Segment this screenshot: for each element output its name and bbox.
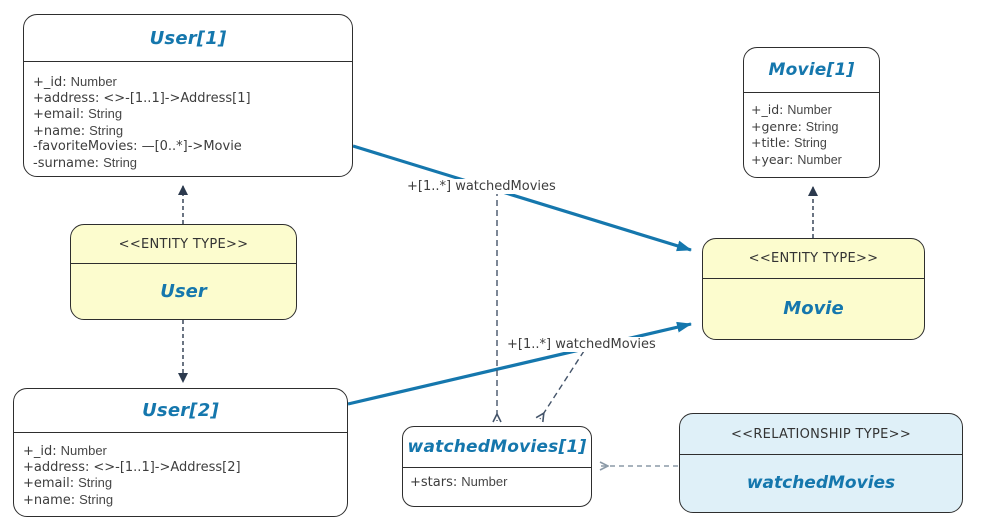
node-title: Movie[1] bbox=[768, 60, 855, 80]
attribute-row: +address:<>-[1..1]->Address[2] bbox=[23, 459, 241, 475]
attribute-row: +_id:Number bbox=[33, 74, 117, 90]
attribute-row: +name:String bbox=[33, 122, 124, 139]
node-header: <<RELATIONSHIP TYPE>> bbox=[680, 414, 962, 455]
node-header: watchedMovies[1] bbox=[403, 427, 591, 468]
stereotype-label: <<RELATIONSHIP TYPE>> bbox=[730, 426, 912, 442]
entity-name: User bbox=[160, 280, 207, 302]
attribute-list: +_id:Number +address:<>-[1..1]->Address[… bbox=[14, 433, 347, 508]
edge-label-watchedmovies-upper[interactable]: +[1..*] watchedMovies bbox=[404, 179, 559, 194]
node-header: Movie[1] bbox=[744, 48, 879, 93]
attribute-list: +_id:Number +genre:String +title:String … bbox=[744, 93, 879, 168]
attribute-list: +stars:Number bbox=[403, 468, 591, 491]
node-title: User[2] bbox=[142, 400, 219, 421]
attribute-row: +year:Number bbox=[751, 151, 842, 167]
edge-label-watchedmovies-lower[interactable]: +[1..*] watchedMovies bbox=[504, 337, 659, 352]
node-user-entity-type[interactable]: <<ENTITY TYPE>> User bbox=[70, 224, 297, 320]
node-movie1-instance[interactable]: Movie[1] +_id:Number +genre:String +titl… bbox=[743, 47, 880, 178]
node-header: User[2] bbox=[14, 389, 347, 433]
attribute-row: +email:String bbox=[23, 475, 113, 492]
node-title: User[1] bbox=[149, 27, 227, 49]
attribute-row: -surname:String bbox=[33, 154, 138, 171]
attribute-row: +genre:String bbox=[751, 118, 839, 134]
attribute-row: +name:String bbox=[23, 491, 114, 508]
entity-name: Movie bbox=[783, 297, 844, 319]
node-watchedmovies1-instance[interactable]: watchedMovies[1] +stars:Number bbox=[402, 426, 592, 507]
attribute-row: +email:String bbox=[33, 106, 123, 123]
stereotype-label: <<ENTITY TYPE>> bbox=[748, 251, 879, 266]
node-header: User[1] bbox=[24, 15, 352, 62]
attribute-row: +address:<>-[1..1]->Address[1] bbox=[33, 90, 251, 106]
node-title: watchedMovies[1] bbox=[407, 437, 587, 457]
stereotype-label: <<ENTITY TYPE>> bbox=[118, 236, 249, 252]
node-header: <<ENTITY TYPE>> bbox=[703, 239, 924, 279]
attribute-row: +stars:Number bbox=[410, 474, 508, 490]
attribute-row: +title:String bbox=[751, 135, 827, 151]
attribute-row: -favoriteMovies:—[0..*]->Movie bbox=[33, 139, 242, 155]
edge-label2-to-watchedmovies1[interactable] bbox=[540, 350, 585, 419]
node-movie-entity-type[interactable]: <<ENTITY TYPE>> Movie bbox=[702, 238, 925, 340]
node-watchedmovies-relationship-type[interactable]: <<RELATIONSHIP TYPE>> watchedMovies bbox=[679, 413, 963, 513]
edge-user2-to-movie-entity[interactable] bbox=[347, 321, 692, 406]
node-user2-instance[interactable]: User[2] +_id:Number +address:<>-[1..1]->… bbox=[13, 388, 348, 517]
attribute-row: +_id:Number bbox=[751, 102, 832, 117]
node-user1-instance[interactable]: User[1] +_id:Number +address:<>-[1..1]->… bbox=[23, 14, 353, 177]
attribute-list: +_id:Number +address:<>-[1..1]->Address[… bbox=[24, 62, 352, 172]
attribute-row: +_id:Number bbox=[23, 443, 107, 459]
relationship-name: watchedMovies bbox=[746, 473, 896, 493]
node-header: <<ENTITY TYPE>> bbox=[71, 225, 296, 264]
edge-user1-to-movie-entity[interactable] bbox=[352, 144, 692, 252]
